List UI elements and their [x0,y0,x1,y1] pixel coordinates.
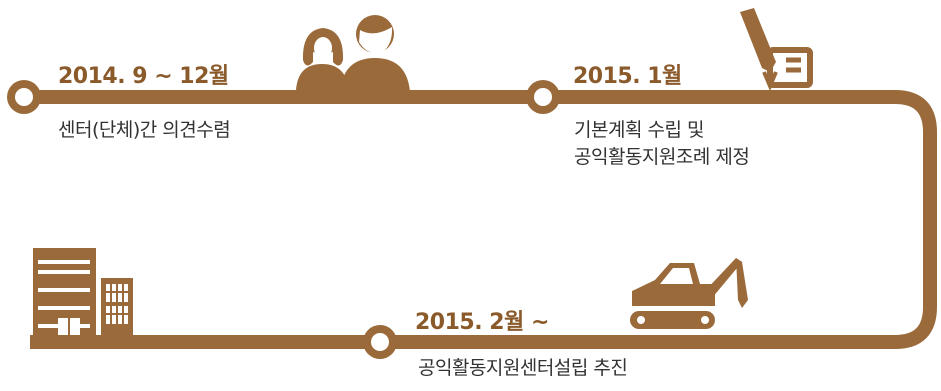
people-icon [296,15,410,92]
milestone-node-3 [363,325,397,359]
timeline-track [22,90,937,349]
milestone-2-description: 기본계획 수립 및 공익활동지원조례 제정 [574,117,750,171]
milestone-1-description: 센터(단체)간 의견수렴 [58,117,231,144]
excavator-icon [630,258,748,329]
milestone-3-description: 공익활동지원센터설립 추진 [418,355,628,382]
milestone-node-2 [526,80,560,114]
pen-document-icon [740,8,813,92]
milestone-3-description-line-1: 공익활동지원센터설립 추진 [418,357,628,379]
buildings-icon [33,248,133,335]
milestone-2-date: 2015. 1월 [573,64,682,89]
milestone-2-description-line-2: 공익활동지원조례 제정 [574,146,750,168]
milestone-1-description-line-1: 센터(단체)간 의견수렴 [58,119,231,141]
milestone-1-date: 2014. 9 ~ 12월 [58,64,229,89]
milestone-node-1 [7,80,41,114]
milestone-3-date: 2015. 2월 ~ [415,310,549,335]
milestone-2-description-line-1: 기본계획 수립 및 [574,119,704,141]
